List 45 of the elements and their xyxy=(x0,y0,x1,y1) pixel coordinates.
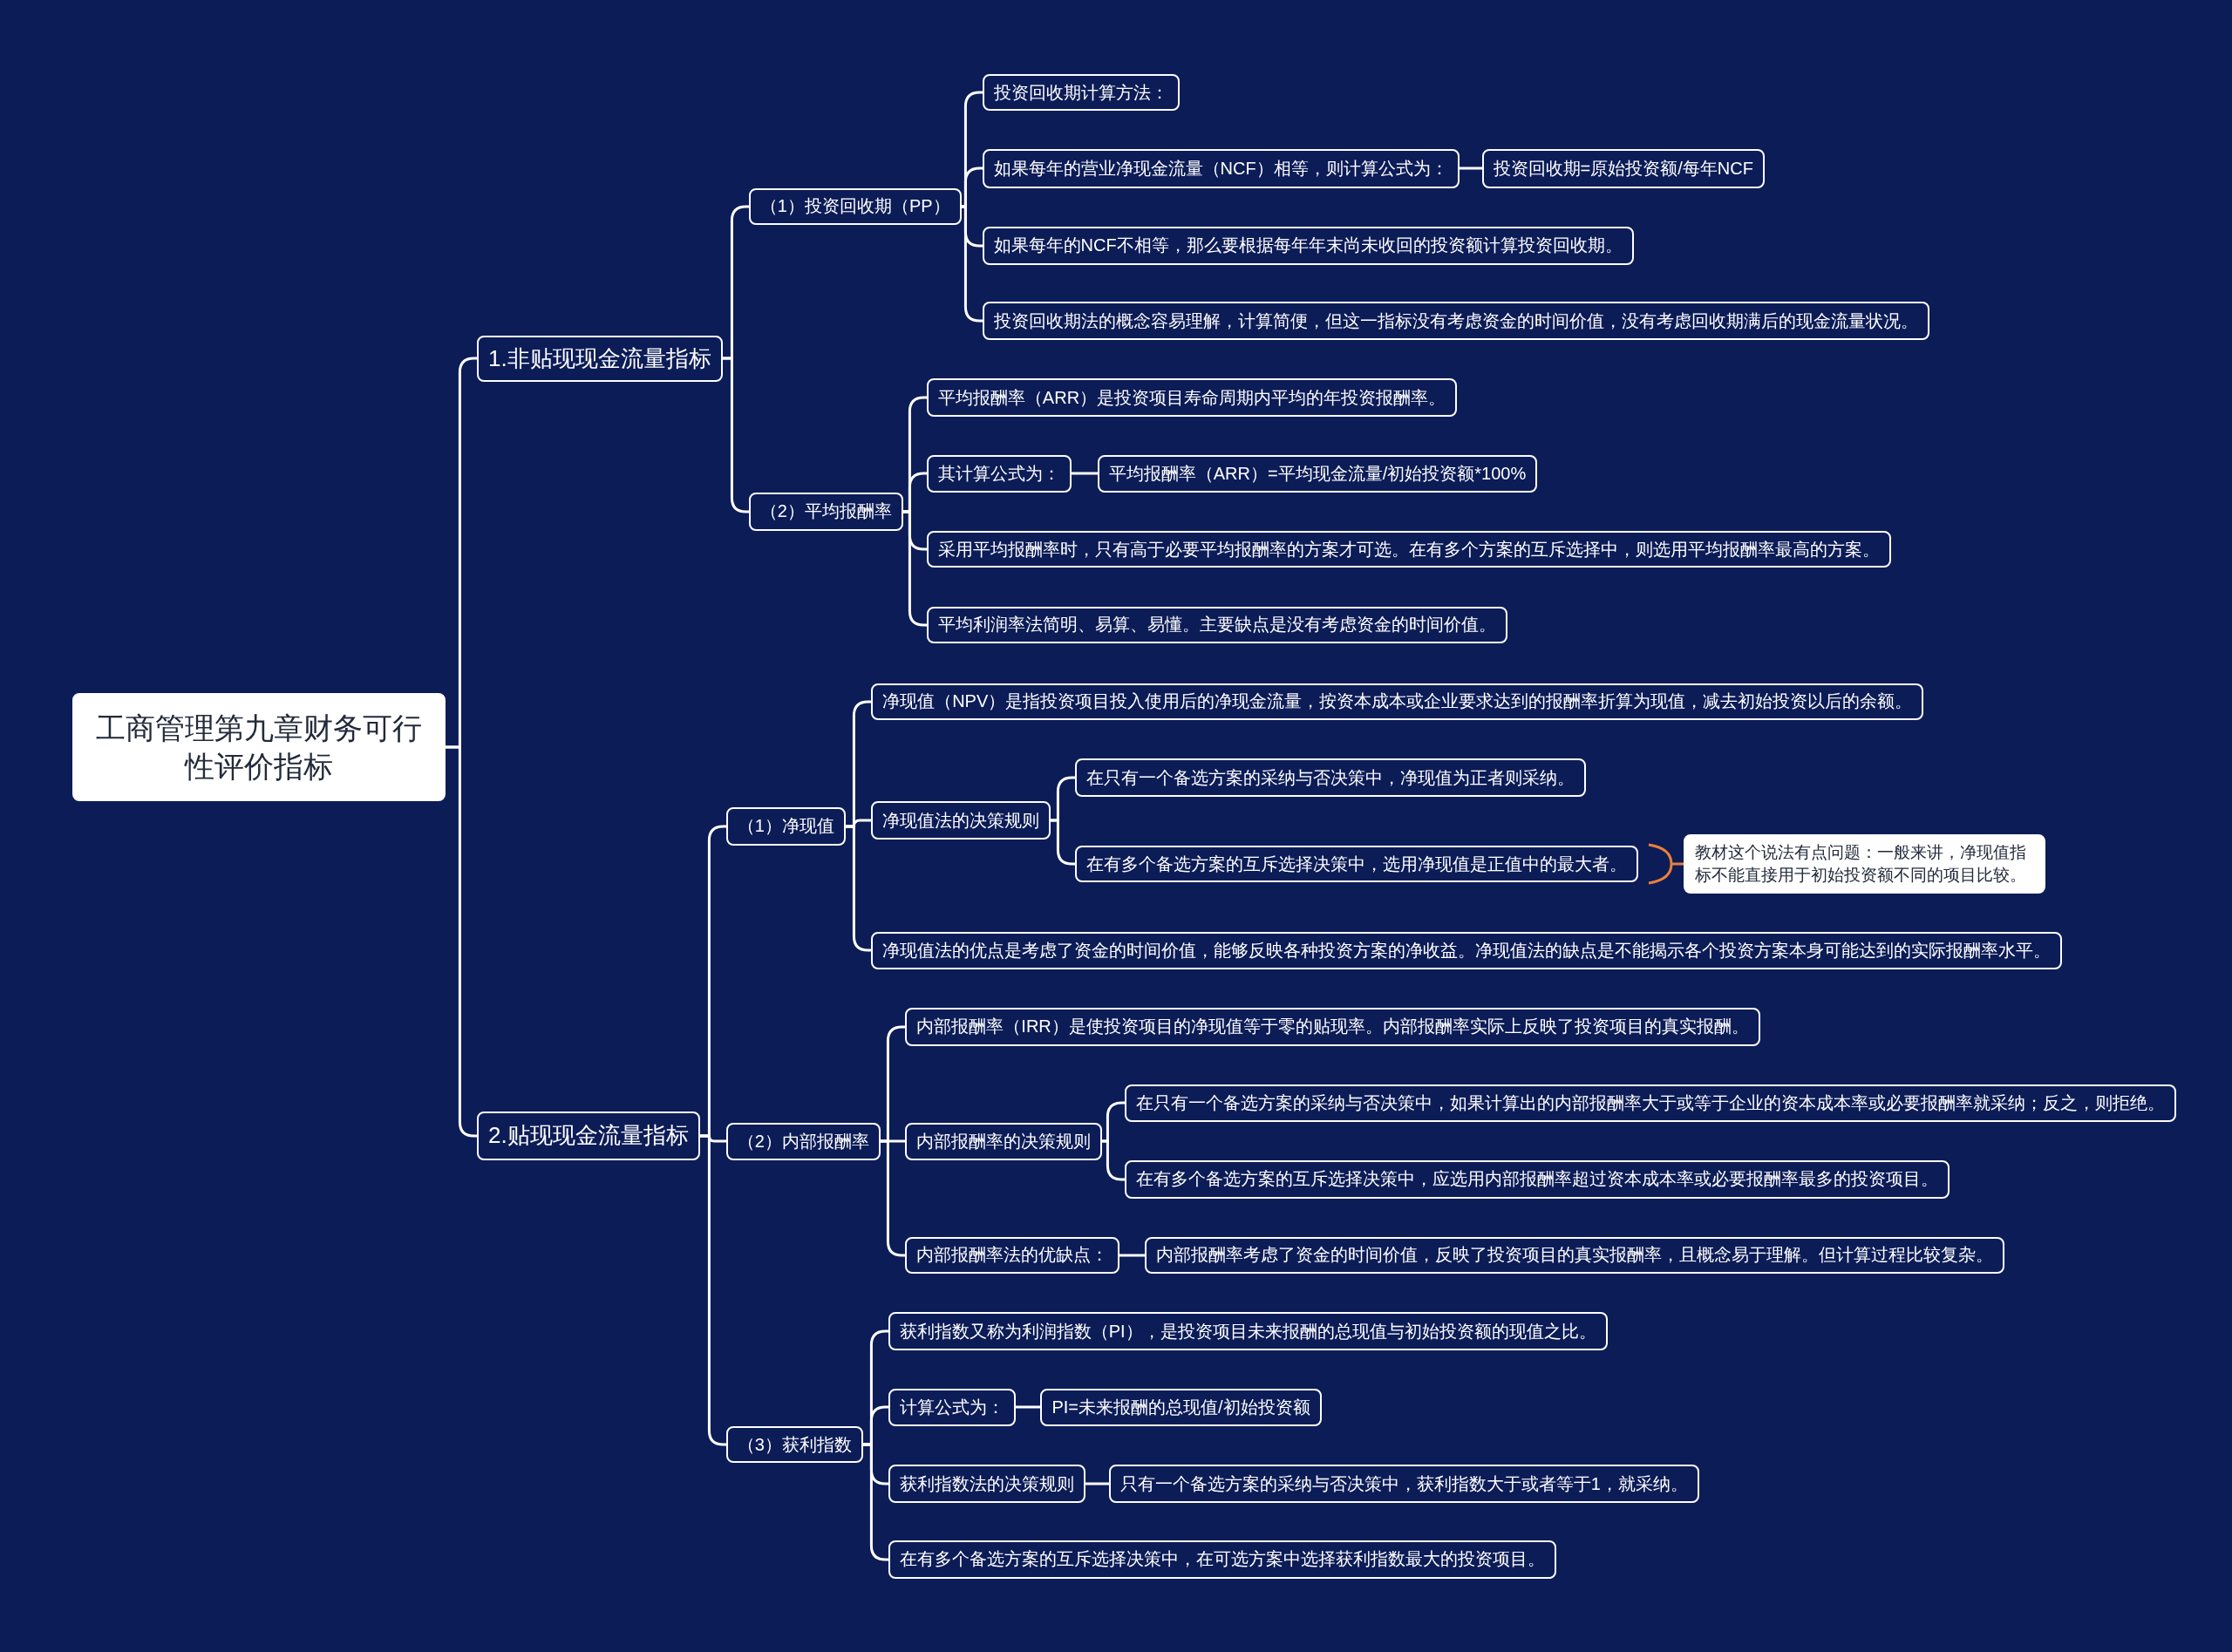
topic-box: 在只有一个备选方案的采纳与否决策中，净现值为正者则采纳。 xyxy=(1074,758,1586,798)
topic-box: 内部报酬率的决策规则 xyxy=(905,1123,1103,1160)
connector-line xyxy=(962,167,983,208)
topic-box: 内部报酬率法的优缺点： xyxy=(905,1236,1120,1275)
topic-box: 如果每年的营业净现金流量（NCF）相等，则计算公式为： xyxy=(982,149,1460,188)
connector-line xyxy=(1102,1139,1125,1181)
topic-box: 如果每年的NCF不相等，那么要根据每年年末尚未收回的投资额计算投资回收期。 xyxy=(982,226,1634,265)
topic-box: 内部报酬率考虑了资金的时间价值，反映了投资项目的真实报酬率，且概念易于理解。但计算过程比较复杂。 xyxy=(1144,1236,2004,1275)
topic-box: 投资回收期法的概念容易理解，计算简便，但这一指标没有考虑资金的时间价值，没有考虑回收期满后的现金流量状况。 xyxy=(982,302,1929,341)
topic-box: 计算公式为： xyxy=(888,1389,1016,1426)
topic-box: 在只有一个备选方案的采纳与否决策中，如果计算出的内部报酬率大于或等于企业的资本成本率或必要报酬率就采纳；反之，则拒绝。 xyxy=(1124,1084,2176,1122)
connector-line xyxy=(1016,1405,1040,1409)
connector-line xyxy=(1119,1254,1145,1257)
topic-box: （1）投资回收期（PP） xyxy=(748,187,962,225)
topic-box: 只有一个备选方案的采纳与否决策中，获利指数大于或者等于1，就采纳。 xyxy=(1108,1465,1699,1504)
topic-box: （3）获利指数 xyxy=(725,1425,863,1464)
central-topic-box: 工商管理第九章财务可行性评价指标 xyxy=(72,693,446,802)
brace-connector xyxy=(1647,843,1685,885)
topic-box: 在有多个备选方案的互斥选择决策中，在可选方案中选择获利指数最大的投资项目。 xyxy=(888,1540,1556,1579)
topic-box: 获利指数又称为利润指数（PI），是投资项目未来报酬的总现值与初始投资额的现值之比。 xyxy=(888,1312,1608,1351)
topic-box: 在有多个备选方案的互斥选择决策中，应选用内部报酬率超过资本成本率或必要报酬率最多的投资项目。 xyxy=(1124,1159,1950,1199)
main-branch-box: 2.贴现现金流量指标 xyxy=(476,1112,700,1160)
topic-box: （2）内部报酬率 xyxy=(725,1123,881,1160)
topic-box: 采用平均报酬率时，只有高于必要平均报酬率的方案才可选。在有多个方案的互斥选择中，则选用平均报酬率最高的方案。 xyxy=(926,530,1891,568)
topic-box: 平均报酬率（ARR）=平均现金流量/初始投资额*100% xyxy=(1097,455,1538,493)
topic-box: 平均利润率法简明、易算、易懂。主要缺点是没有考虑资金的时间价值。 xyxy=(926,606,1507,643)
topic-box: 内部报酬率（IRR）是使投资项目的净现值等于零的贴现率。内部报酬率实际上反映了投资项目的真实报酬。 xyxy=(905,1007,1760,1046)
topic-box: 其计算公式为： xyxy=(926,455,1072,493)
topic-box: 平均报酬率（ARR）是投资项目寿命周期内平均的年投资报酬率。 xyxy=(926,378,1458,418)
connector-line xyxy=(1085,1482,1109,1485)
topic-box: 投资回收期计算方法： xyxy=(982,73,1180,112)
topic-box: 在有多个备选方案的互斥选择决策中，选用净现值是正值中的最大者。 xyxy=(1074,845,1638,883)
topic-box: 净现值法的决策规则 xyxy=(871,801,1051,840)
topic-box: PI=未来报酬的总现值/初始投资额 xyxy=(1040,1389,1322,1426)
main-branch-box: 1.非贴现现金流量指标 xyxy=(476,336,723,382)
connector-line xyxy=(1460,167,1482,170)
connector-line xyxy=(1072,472,1098,475)
callout-box: 教材这个说法有点问题：一般来讲，净现值指标不能直接用于初始投资额不同的项目比较。 xyxy=(1684,833,2046,894)
topic-box: 投资回收期=原始投资额/每年NCF xyxy=(1481,149,1765,188)
topic-box: 净现值（NPV）是指投资项目投入使用后的净现金流量，按资本成本或企业要求达到的报酬率折算为现值，减去初始投资以后的余额。 xyxy=(871,683,1924,721)
topic-box: （1）净现值 xyxy=(725,806,846,846)
connector-line xyxy=(1051,819,1075,866)
topic-box: 获利指数法的决策规则 xyxy=(888,1465,1085,1504)
topic-box: （2）平均报酬率 xyxy=(748,492,903,531)
topic-box: 净现值法的优点是考虑了资金的时间价值，能够反映各种投资方案的净收益。净现值法的缺点是不能揭示各个投资方案本身可能达到的实际报酬率水平。 xyxy=(871,932,2063,969)
